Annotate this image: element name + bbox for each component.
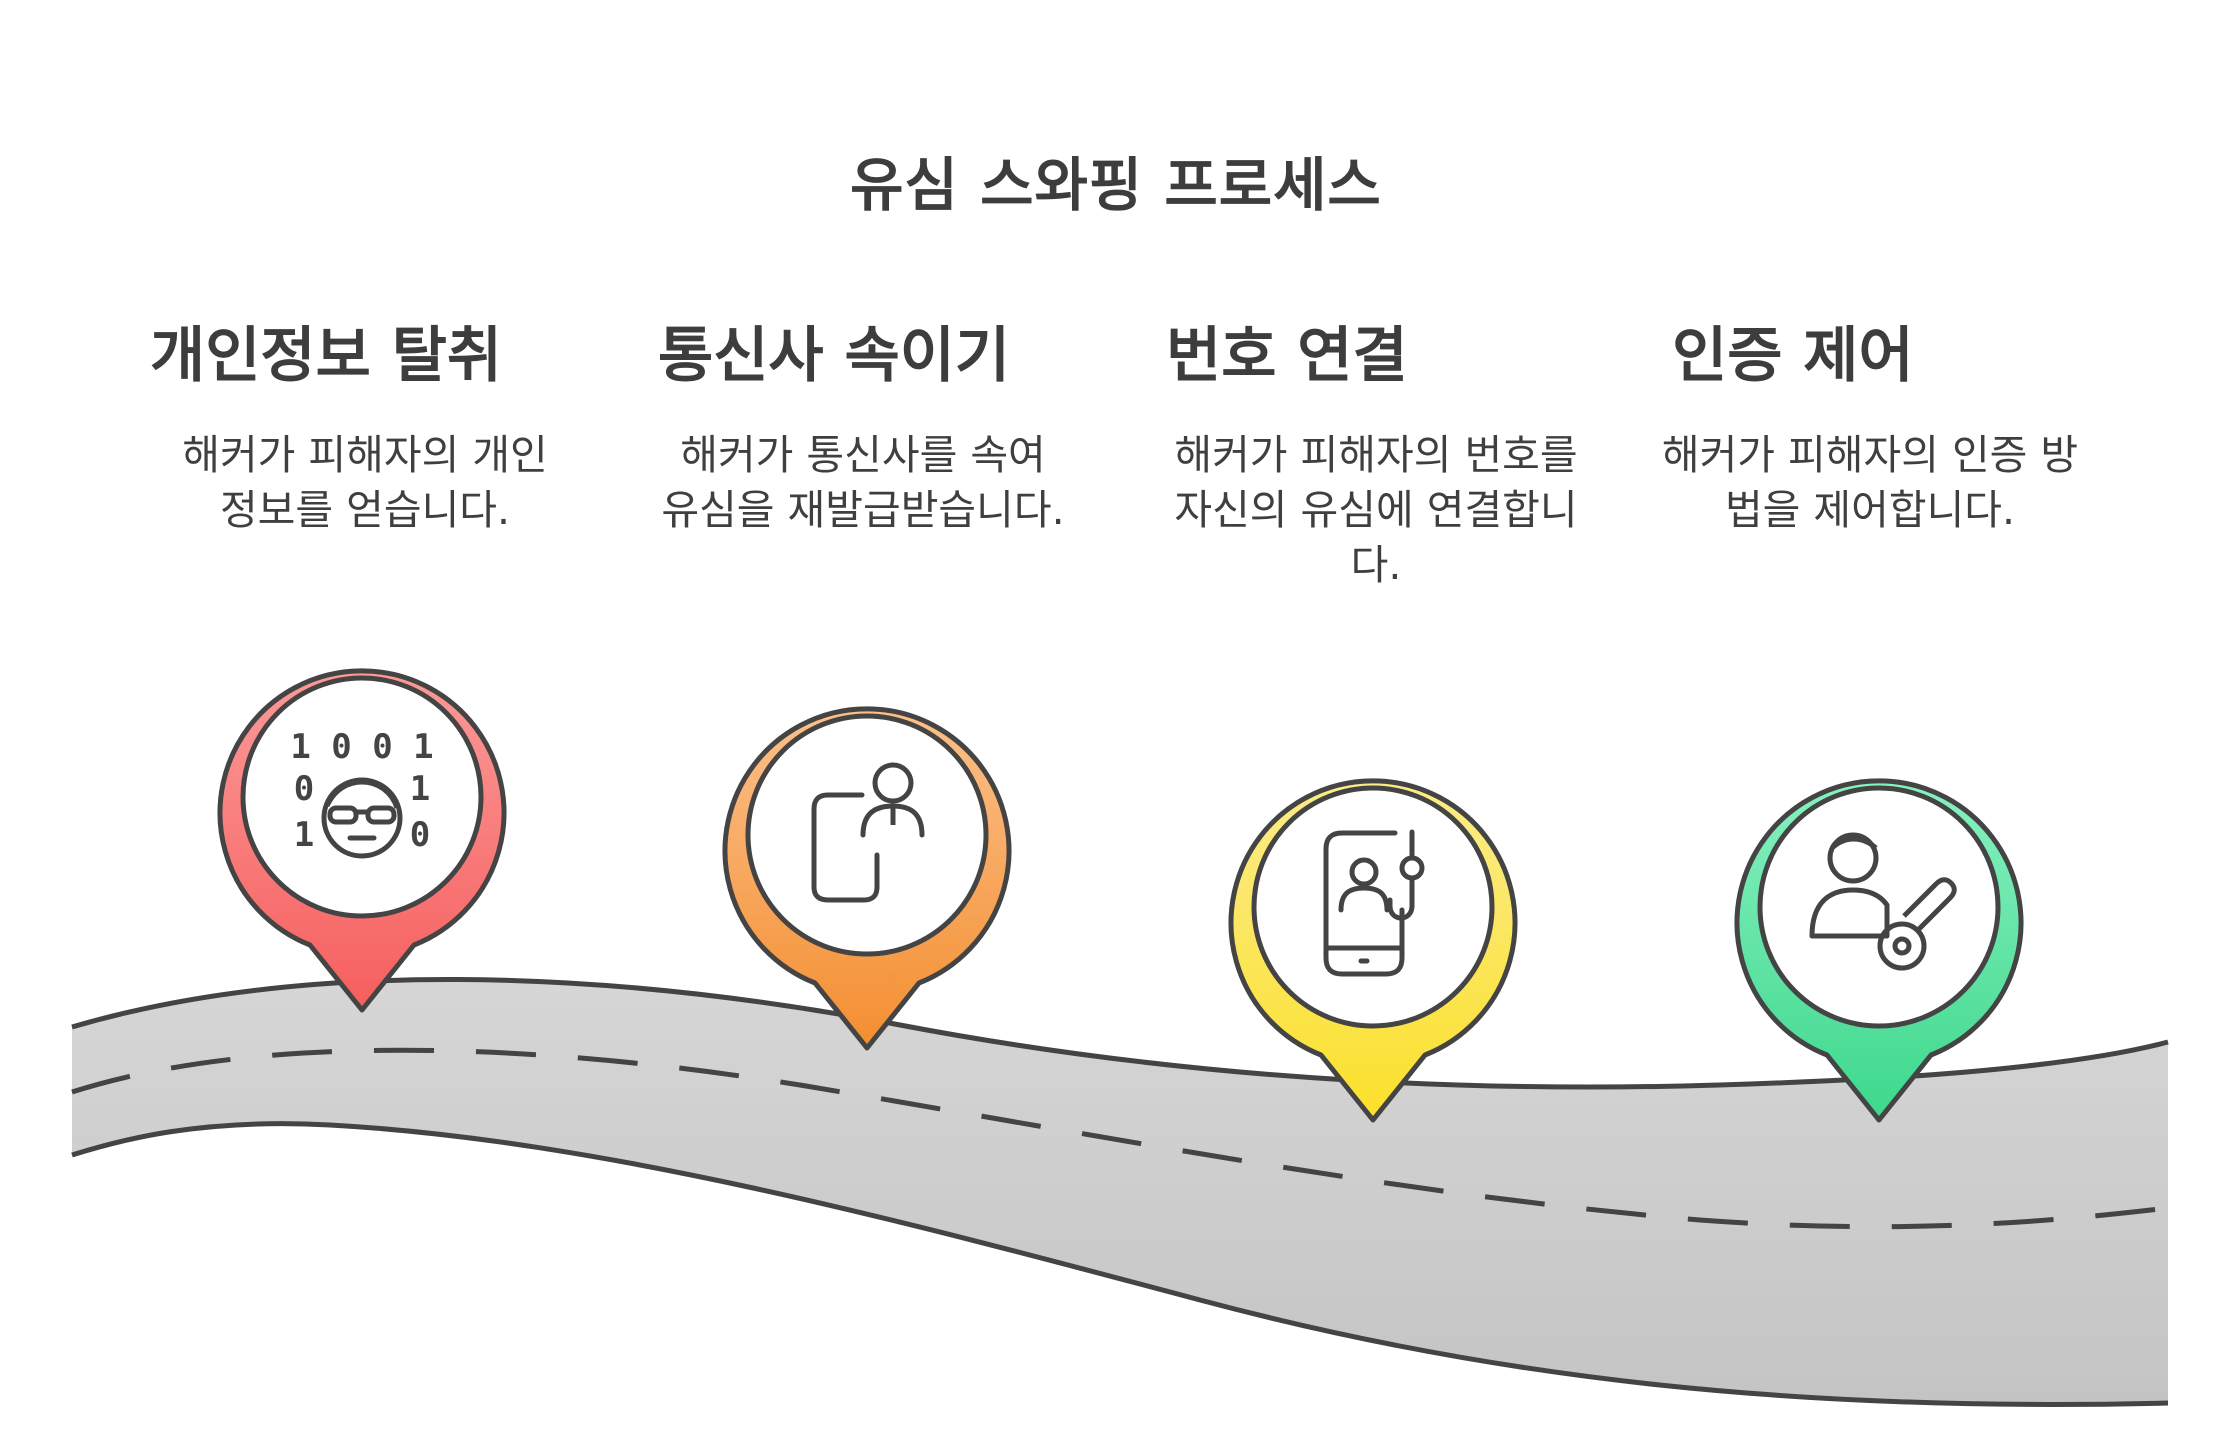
road-top-edge [71,977,2169,1090]
pin-step-3 [1228,778,1518,1123]
step-2-title: 통신사 속이기 [658,321,1011,391]
step-2: 통신사 속이기 해커가 통신사를 속여 유심을 재발급받습니다. [658,320,1098,538]
step-1: 개인정보 탈취 해커가 피해자의 개인 정보를 얻습니다. [150,320,590,538]
step-4: 인증 제어 해커가 피해자의 인증 방법을 제어합니다. [1662,320,2112,538]
road-surface [72,979,2168,1405]
user-key-icon [1809,832,1957,971]
pin-step-1: 1 0 0 1 0 1 1 0 [217,668,507,1013]
pin-step-4 [1734,778,2024,1123]
phone-user-icon [811,762,925,903]
step-4-description: 해커가 피해자의 인증 방법을 제어합니다. [1661,431,2079,534]
binary-right-2: 1 [410,769,430,809]
binary-left-3: 1 [294,815,314,855]
step-4-title: 인증 제어 [1672,321,1914,391]
step-3-title: 번호 연결 [1166,321,1408,391]
step-1-description: 해커가 피해자의 개인 정보를 얻습니다. [182,431,548,534]
binary-hacker-icon: 1 0 0 1 0 1 1 0 [290,727,434,859]
step-3-description: 해커가 피해자의 번호를 자신의 유심에 연결합니다. [1174,431,1578,589]
step-3: 번호 연결 해커가 피해자의 번호를 자신의 유심에 연결합니다. [1166,320,1606,593]
road-center-dashes [71,1047,2169,1230]
binary-row-1: 1 0 0 1 [290,727,433,767]
road-bottom-edge [71,1121,2169,1407]
diagram-title: 유심 스와핑 프로세스 [850,151,1382,219]
pin-step-2 [722,706,1012,1051]
binary-right-3: 0 [410,815,430,855]
step-1-title: 개인정보 탈취 [150,321,503,391]
binary-left-2: 0 [294,769,314,809]
step-2-description: 해커가 통신사를 속여 유심을 재발급받습니다. [661,431,1065,534]
phishing-phone-icon [1323,829,1425,977]
